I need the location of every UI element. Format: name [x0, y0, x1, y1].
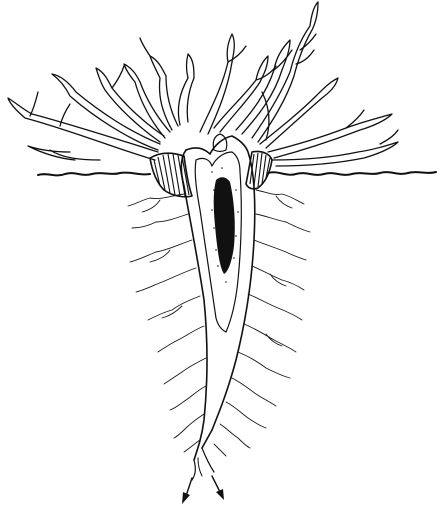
- taproot: [181, 134, 255, 480]
- leaves-right: [200, 2, 398, 166]
- arrow-down-right-icon: [216, 489, 224, 500]
- leaves-left: [8, 38, 194, 160]
- arrow-down-left-icon: [182, 492, 190, 504]
- pith-core: [214, 177, 235, 274]
- soil-surface-line: [38, 172, 436, 175]
- growth-arrows: [182, 476, 224, 504]
- growing-tip: [213, 134, 227, 152]
- lateral-roots-left: [128, 194, 206, 452]
- crown-collar-left: [150, 153, 192, 197]
